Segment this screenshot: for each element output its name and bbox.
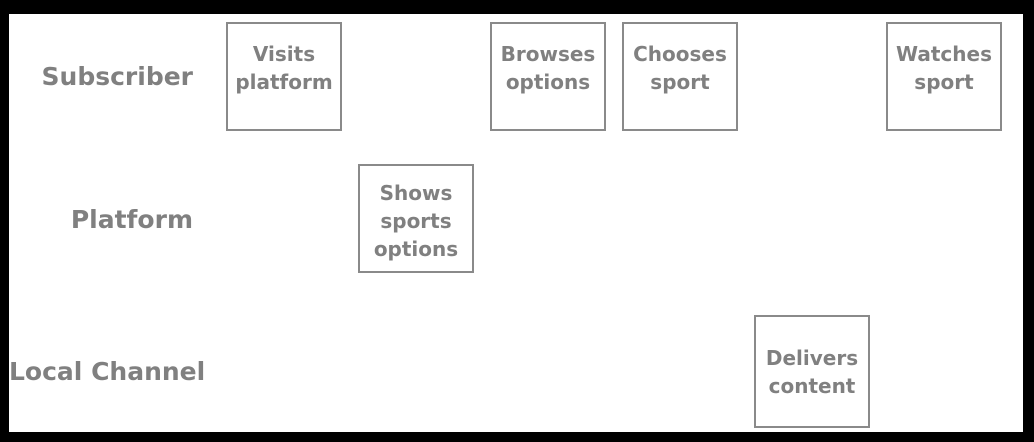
step-label: Browses options — [500, 42, 596, 94]
step-label: Watches sport — [896, 42, 992, 94]
step-label: Shows sports options — [373, 181, 459, 261]
swimlane-diagram: Subscriber Platform Local Channel Visits… — [9, 14, 1023, 432]
lane-label-subscriber: Subscriber — [41, 62, 193, 91]
lane-label-local-channel: Local Channel — [9, 357, 206, 386]
step-delivers-content: Delivers content — [754, 315, 870, 428]
lane-label-platform: Platform — [70, 205, 193, 234]
step-label: Chooses sport — [633, 42, 727, 94]
step-shows-sports-options: Shows sports options — [358, 164, 474, 273]
step-label: Delivers content — [765, 346, 859, 398]
step-watches-sport: Watches sport — [886, 22, 1002, 131]
step-browses-options: Browses options — [490, 22, 606, 131]
step-label: Visits platform — [235, 42, 333, 94]
step-visits-platform: Visits platform — [226, 22, 342, 131]
step-chooses-sport: Chooses sport — [622, 22, 738, 131]
